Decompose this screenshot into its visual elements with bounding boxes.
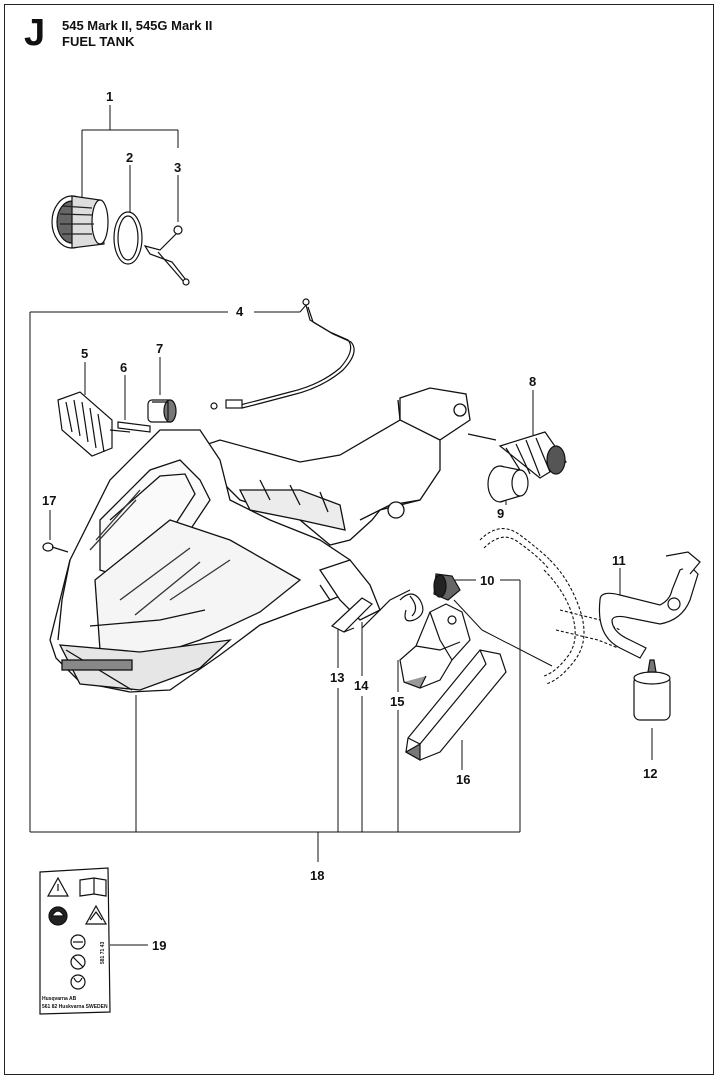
diagram-frame bbox=[4, 4, 714, 1075]
callout-2: 2 bbox=[126, 150, 133, 165]
leader-lines bbox=[29, 105, 653, 946]
callout-12: 12 bbox=[643, 766, 657, 781]
callout-15: 15 bbox=[390, 694, 404, 709]
part-13-clip bbox=[330, 597, 373, 633]
part-4-wire-harness bbox=[210, 298, 355, 410]
part-19-warning-decal bbox=[39, 867, 111, 1015]
callout-17: 17 bbox=[42, 493, 56, 508]
part-10-grommet bbox=[433, 573, 461, 601]
part-8-av-spring bbox=[467, 431, 567, 479]
part-1-fuel-cap bbox=[51, 195, 109, 249]
part-9-buffer bbox=[487, 465, 529, 503]
decal-code: 581 71 43 bbox=[100, 942, 106, 964]
part-7-buffer bbox=[147, 399, 177, 423]
part-17-screw bbox=[42, 542, 69, 553]
part-6-bolt bbox=[117, 421, 151, 433]
part-11-fuel-hose bbox=[598, 551, 701, 659]
decal-address: 561 82 Huskvarna SWEDEN bbox=[42, 1004, 108, 1010]
callout-9: 9 bbox=[497, 506, 504, 521]
callout-11: 11 bbox=[612, 553, 626, 568]
part-3-strap bbox=[143, 225, 190, 286]
callout-numbers: 1 2 3 4 5 6 7 8 9 10 11 12 13 14 15 16 1… bbox=[42, 89, 657, 953]
callout-6: 6 bbox=[120, 360, 127, 375]
part-5-av-spring bbox=[57, 391, 131, 457]
callout-4: 4 bbox=[236, 304, 244, 319]
part-14-spring bbox=[361, 589, 424, 629]
part-12-fuel-filter bbox=[633, 659, 671, 721]
callout-14: 14 bbox=[354, 678, 369, 693]
part-15-throttle-trigger bbox=[399, 603, 471, 689]
callout-19: 19 bbox=[152, 938, 166, 953]
model-title: 545 Mark II, 545G Mark II bbox=[62, 18, 213, 33]
callout-7: 7 bbox=[156, 341, 163, 356]
part-18-fuel-tank bbox=[49, 387, 471, 693]
callout-3: 3 bbox=[174, 160, 181, 175]
section-letter: J bbox=[24, 12, 46, 54]
callout-8: 8 bbox=[529, 374, 536, 389]
section-title: FUEL TANK bbox=[62, 34, 135, 49]
callout-1: 1 bbox=[106, 89, 113, 104]
part-16-throttle-lock bbox=[404, 649, 507, 762]
decal-company: Husqvarna AB bbox=[42, 996, 77, 1002]
part-2-o-ring bbox=[113, 211, 143, 265]
callout-18: 18 bbox=[310, 868, 324, 883]
callout-16: 16 bbox=[456, 772, 470, 787]
callout-13: 13 bbox=[330, 670, 344, 685]
callout-10: 10 bbox=[480, 573, 494, 588]
callout-5: 5 bbox=[81, 346, 88, 361]
